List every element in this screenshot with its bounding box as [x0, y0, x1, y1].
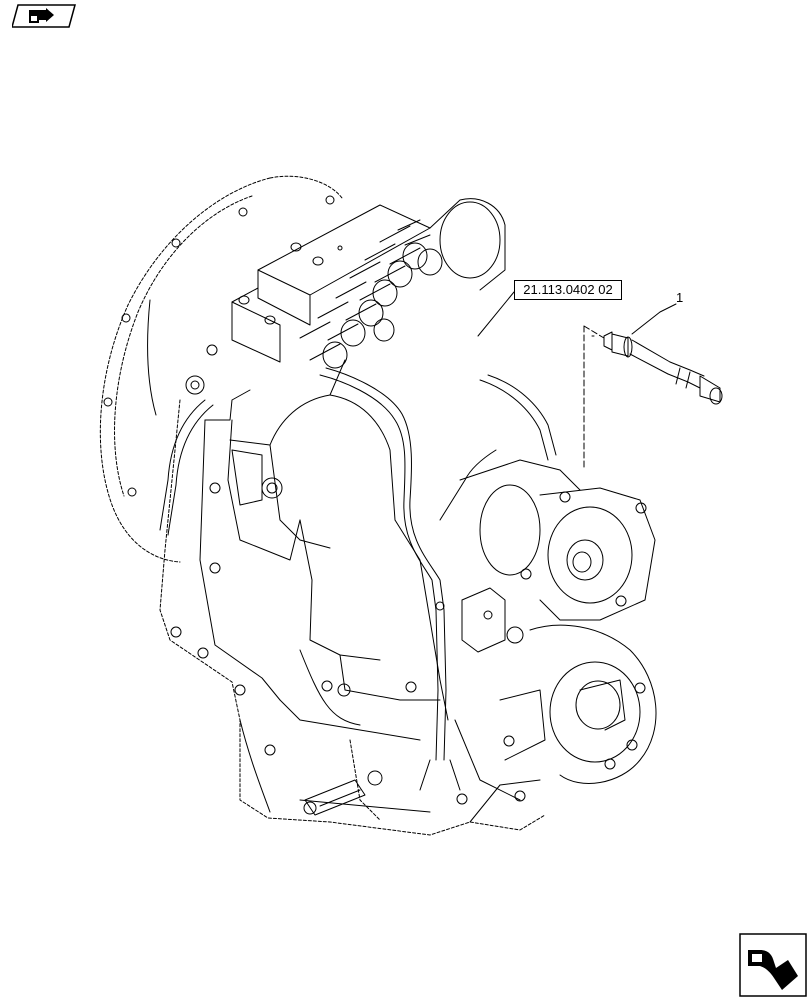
- transmission-casing: [159, 359, 546, 836]
- installation-centre-line: [583, 325, 605, 471]
- bell-housing: [99, 175, 343, 563]
- assembly-reference-callout[interactable]: 21.113.0402 02: [514, 280, 622, 300]
- previous-page-icon[interactable]: [11, 4, 76, 28]
- output-section: [454, 459, 657, 802]
- item-number-label[interactable]: 1: [676, 290, 684, 305]
- reference-leader-line: [477, 291, 515, 337]
- control-valve-block: [231, 198, 506, 369]
- lower-fitting: [303, 770, 383, 816]
- item-1-sensor: [591, 303, 723, 405]
- hydraulic-pipes: [159, 367, 557, 791]
- next-page-icon[interactable]: [738, 932, 808, 998]
